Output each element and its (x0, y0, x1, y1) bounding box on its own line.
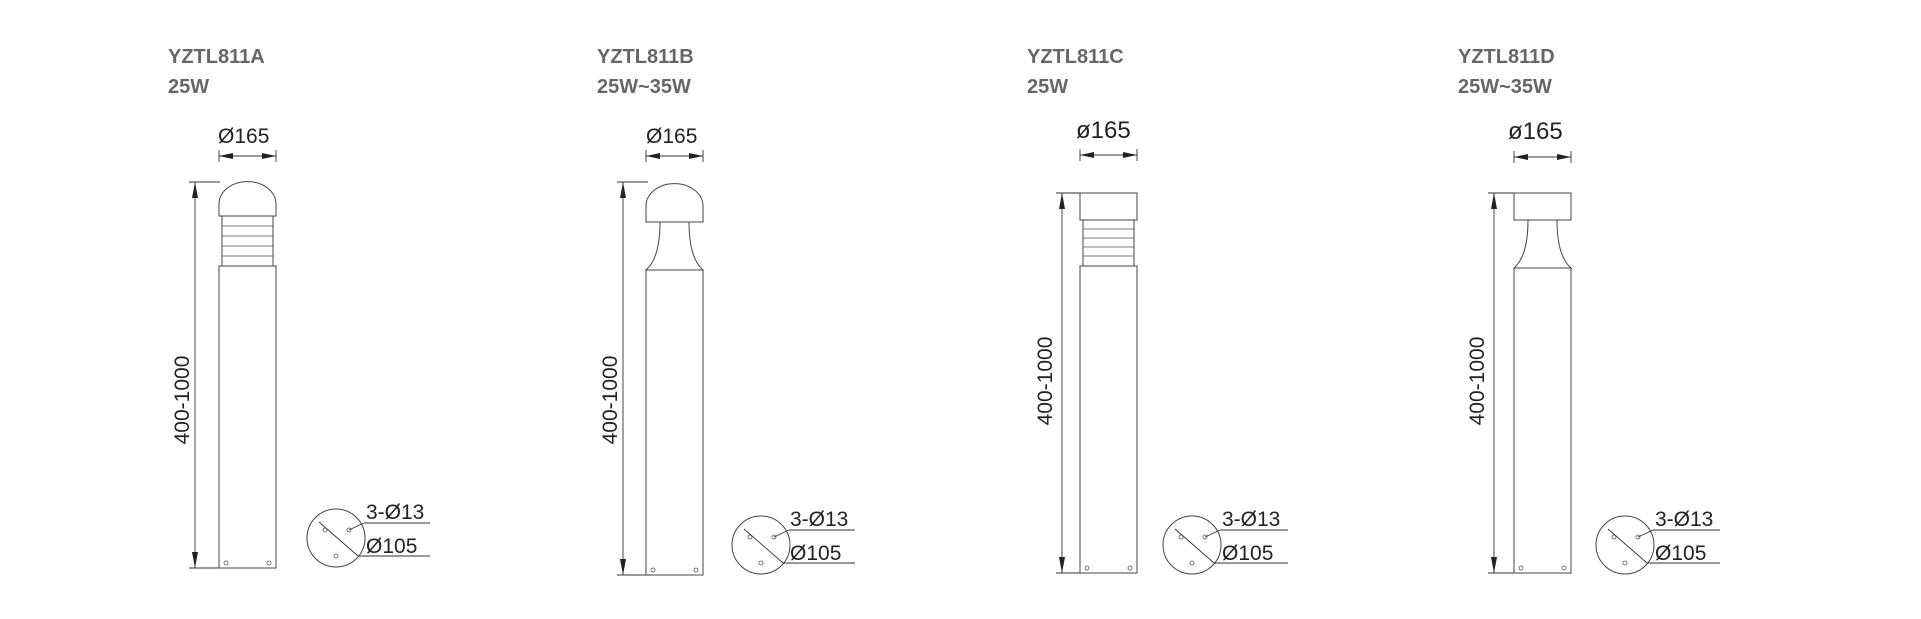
height-dimension-line (189, 181, 220, 569)
height-label: 400-1000 (599, 356, 622, 445)
mounting-hole-label: 3-Ø13 (1655, 508, 1713, 531)
drawing-yztl811b: YZTL811B 25W~35W Ø165 400-1000 (597, 46, 855, 576)
model-name: YZTL811B (597, 46, 694, 68)
base-plate-view (306, 508, 430, 568)
drawing-yztl811d: YZTL811D 25W~35W ø165 400-1000 (1458, 46, 1720, 575)
mounting-hole-label: 3-Ø13 (1222, 508, 1280, 531)
diameter-dimension-line (1079, 149, 1138, 161)
diameter-dimension-line (1513, 151, 1572, 163)
bollard-body (1512, 192, 1573, 574)
diameter-label: ø165 (1076, 117, 1131, 144)
drawing-yztl811c: YZTL811C 25W ø165 400-1000 (1027, 46, 1288, 575)
height-label: 400-1000 (171, 356, 194, 445)
base-diameter-label: Ø105 (1222, 542, 1273, 565)
mounting-hole-label: 3-Ø13 (790, 508, 848, 531)
height-dimension-line (1056, 192, 1080, 574)
height-dimension-line (1488, 192, 1514, 574)
model-name: YZTL811D (1458, 46, 1555, 68)
bollard-body (1079, 192, 1138, 574)
power-rating: 25W (168, 76, 209, 98)
power-rating: 25W~35W (597, 76, 691, 98)
diameter-label: Ø165 (646, 125, 697, 148)
bollard-body (218, 181, 277, 569)
diameter-label: Ø165 (218, 125, 269, 148)
height-dimension-line (617, 181, 648, 576)
base-plate-view (731, 515, 855, 575)
base-diameter-label: Ø105 (790, 542, 841, 565)
model-name: YZTL811C (1027, 46, 1124, 68)
diameter-dimension-line (218, 150, 277, 162)
height-label: 400-1000 (1034, 337, 1057, 426)
height-label: 400-1000 (1466, 337, 1489, 426)
base-plate-view (1595, 515, 1720, 575)
base-plate-view (1162, 515, 1288, 575)
diameter-dimension-line (645, 150, 704, 162)
drawing-yztl811a: YZTL811A 25W Ø165 400-1000 (168, 46, 430, 569)
diameter-label: ø165 (1508, 118, 1563, 145)
power-rating: 25W~35W (1458, 76, 1552, 98)
mounting-hole-label: 3-Ø13 (366, 501, 424, 524)
model-name: YZTL811A (168, 46, 265, 68)
power-rating: 25W (1027, 76, 1068, 98)
base-diameter-label: Ø105 (366, 535, 417, 558)
base-diameter-label: Ø105 (1655, 542, 1706, 565)
bollard-body (644, 183, 705, 576)
